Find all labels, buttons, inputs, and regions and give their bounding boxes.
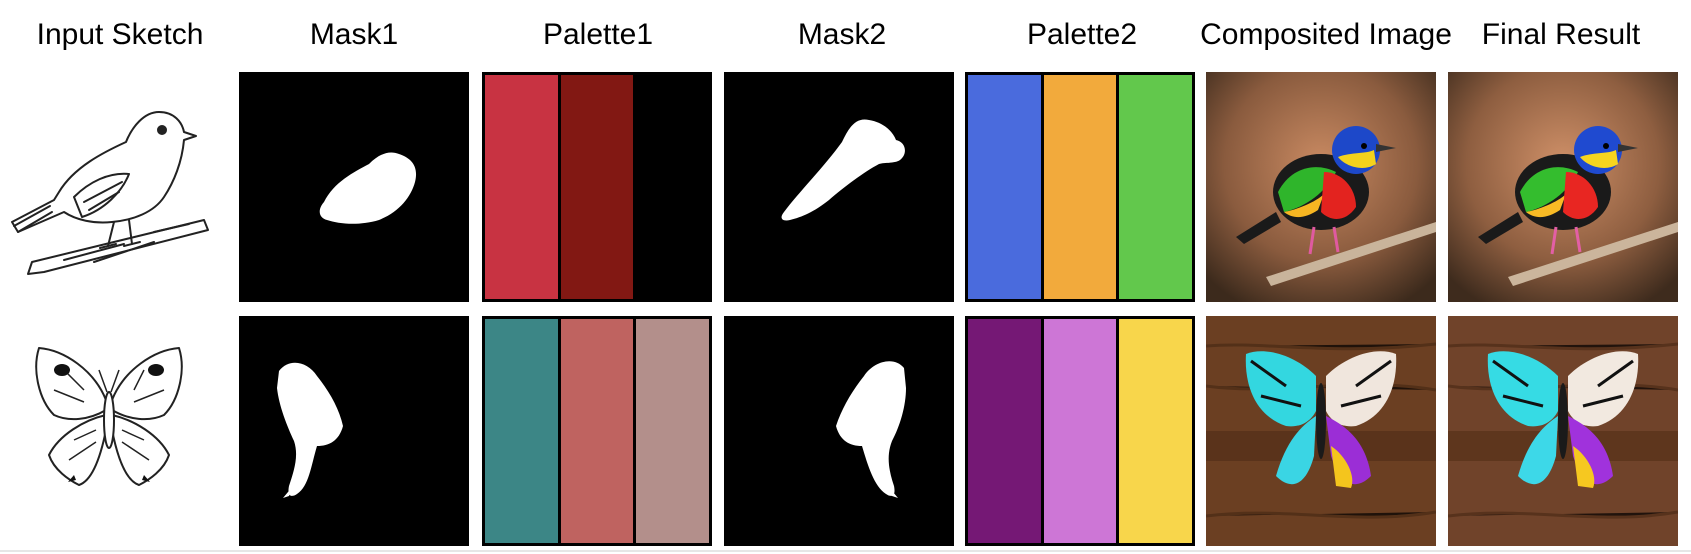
- header-mask2: Mask2: [797, 18, 887, 51]
- bird-mask1-shape: [319, 152, 417, 224]
- butterfly-sketch-drawing: [35, 347, 183, 486]
- bird-photo-composited: [1206, 72, 1436, 302]
- butterfly-sketch: [24, 330, 194, 500]
- bird-palette2: [965, 72, 1195, 302]
- palette1-swatch-1: [485, 75, 561, 299]
- header-composited-image: Composited Image: [1200, 18, 1452, 51]
- bird-photo-final: [1448, 72, 1678, 302]
- palette1-swatch-3: [636, 75, 709, 299]
- palette2-swatch-3: [1119, 75, 1192, 299]
- header-palette2: Palette2: [1026, 18, 1138, 51]
- bird-palette1: [482, 72, 712, 302]
- bird-sketch-drawing: [11, 111, 209, 275]
- butterfly-photo-final: [1448, 316, 1678, 546]
- bird-sketch: [4, 72, 214, 282]
- header-final-result: Final Result: [1481, 18, 1641, 51]
- butterfly-palette2: [965, 316, 1195, 546]
- bird-mask1: [239, 72, 469, 302]
- butterfly-mask2-shape: [836, 361, 906, 498]
- bird-mask2-shape: [781, 119, 905, 221]
- palette2-swatch-2: [1043, 319, 1120, 543]
- palette2-swatch-2: [1043, 75, 1120, 299]
- butterfly-photo-composited: [1206, 316, 1436, 546]
- palette2-swatch-1: [968, 75, 1044, 299]
- butterfly-palette1: [482, 316, 712, 546]
- palette1-swatch-2: [560, 319, 637, 543]
- butterfly-mask2: [724, 316, 954, 546]
- butterfly-composited-image: [1206, 316, 1436, 546]
- butterfly-final-result: [1448, 316, 1678, 546]
- palette1-swatch-3: [636, 319, 709, 543]
- header-mask1: Mask1: [309, 18, 399, 51]
- butterfly-mask1-shape: [277, 362, 343, 498]
- palette2-swatch-3: [1119, 319, 1192, 543]
- palette2-swatch-1: [968, 319, 1044, 543]
- palette1-swatch-1: [485, 319, 561, 543]
- bird-composited-image: [1206, 72, 1436, 302]
- palette1-swatch-2: [560, 75, 637, 299]
- header-input-sketch: Input Sketch: [36, 18, 204, 51]
- header-palette1: Palette1: [542, 18, 654, 51]
- butterfly-mask1: [239, 316, 469, 546]
- bird-final-result: [1448, 72, 1678, 302]
- bird-mask2: [724, 72, 954, 302]
- bottom-divider: [0, 550, 1691, 552]
